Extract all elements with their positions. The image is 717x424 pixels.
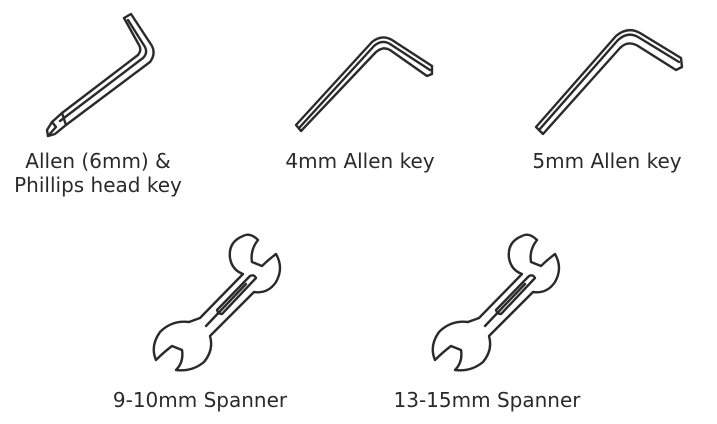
label-line-1: 13-15mm Spanner [393, 388, 581, 412]
label-line-2: Phillips head key [14, 173, 182, 197]
label-line-1: 4mm Allen key [285, 149, 435, 173]
tool-label-allen-phillips: Allen (6mm) & Phillips head key [10, 149, 186, 197]
label-line-1: Allen (6mm) & [25, 149, 171, 173]
tool-label-allen-4mm: 4mm Allen key [266, 149, 454, 173]
tool-label-spanner-9-10: 9-10mm Spanner [98, 388, 302, 412]
tool-label-allen-5mm: 5mm Allen key [512, 149, 702, 173]
tool-label-spanner-13-15: 13-15mm Spanner [382, 388, 592, 412]
label-line-1: 9-10mm Spanner [112, 388, 288, 412]
label-line-1: 5mm Allen key [532, 149, 682, 173]
